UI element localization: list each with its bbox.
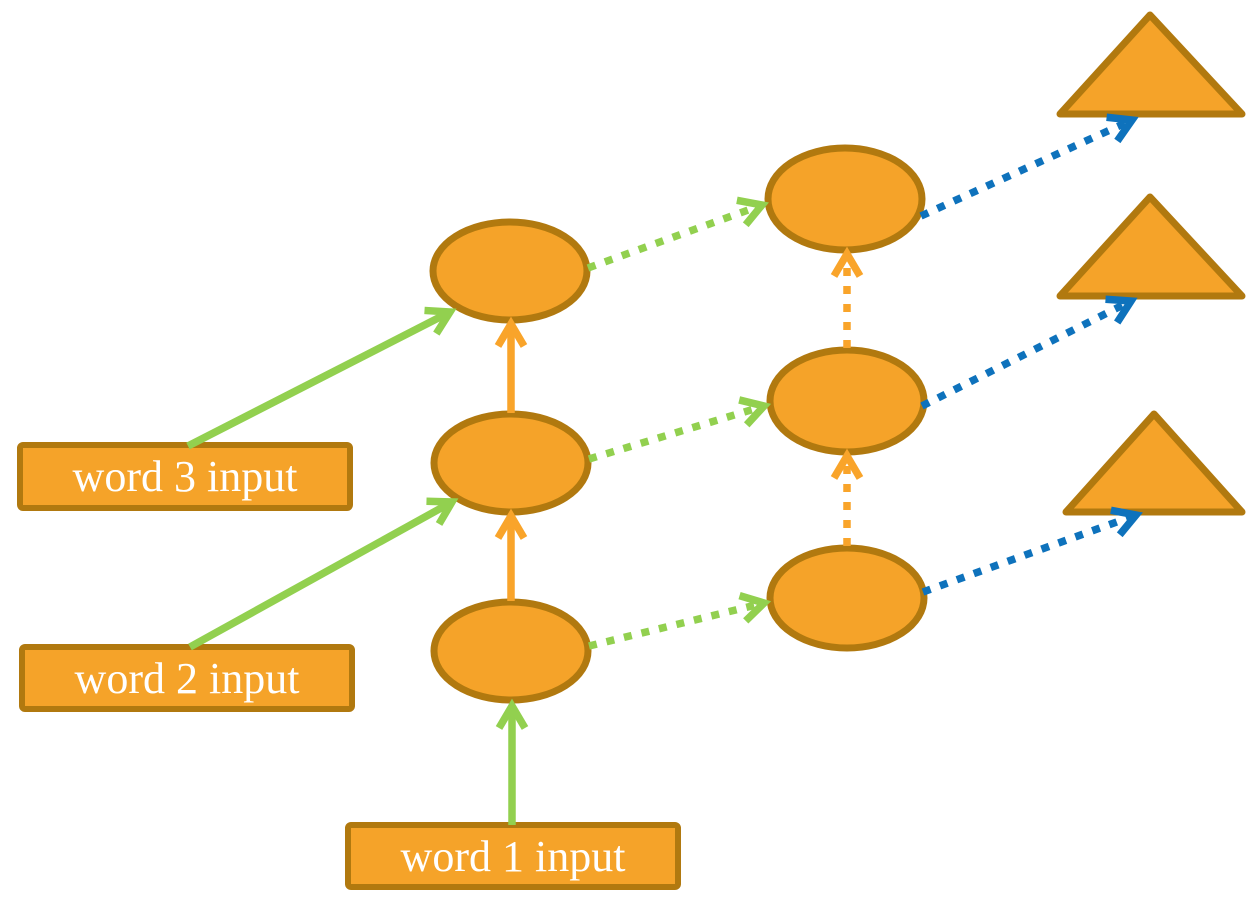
input-box-word2: word 2 input xyxy=(19,644,355,712)
arrow-input-word3 xyxy=(186,306,457,450)
hidden1-node-t3 xyxy=(429,218,591,324)
output-node-t1 xyxy=(1062,410,1246,516)
arrow-output-t2 xyxy=(920,295,1138,410)
output-layer xyxy=(1056,11,1246,516)
input-arrows xyxy=(186,306,529,825)
input-label-word3: word 3 input xyxy=(73,452,298,501)
hidden-layer-2 xyxy=(764,144,928,652)
output-node-t2 xyxy=(1056,193,1246,300)
hidden2-node-t2 xyxy=(766,346,928,456)
hidden2-node-t1 xyxy=(766,544,928,652)
output-arrows xyxy=(919,113,1143,596)
hidden1-node-t2 xyxy=(430,410,592,516)
hidden1-node-t1 xyxy=(430,598,592,704)
layer1-to-layer2-arrows xyxy=(586,196,772,650)
arrow-h1-h2-t2 xyxy=(587,396,772,463)
input-label-word2: word 2 input xyxy=(75,654,300,703)
arrow-output-t3 xyxy=(919,113,1139,220)
arrow-h1-h2-t3 xyxy=(586,196,769,272)
input-box-word2-rect xyxy=(19,644,355,712)
hidden-layer-1 xyxy=(429,218,592,704)
arrow-h1-h2-t1 xyxy=(588,592,772,650)
arrow-output-t1 xyxy=(921,506,1143,596)
arrow-input-word2 xyxy=(188,497,459,651)
hidden2-node-t3 xyxy=(764,144,926,254)
output-node-t3 xyxy=(1056,11,1246,118)
input-label-word1: word 1 input xyxy=(401,832,626,881)
input-box-word3: word 3 input xyxy=(17,442,353,511)
input-boxes: word 1 input word 2 input word 3 input xyxy=(17,442,681,890)
input-box-word1: word 1 input xyxy=(345,822,681,890)
input-box-word3-rect xyxy=(17,442,353,511)
